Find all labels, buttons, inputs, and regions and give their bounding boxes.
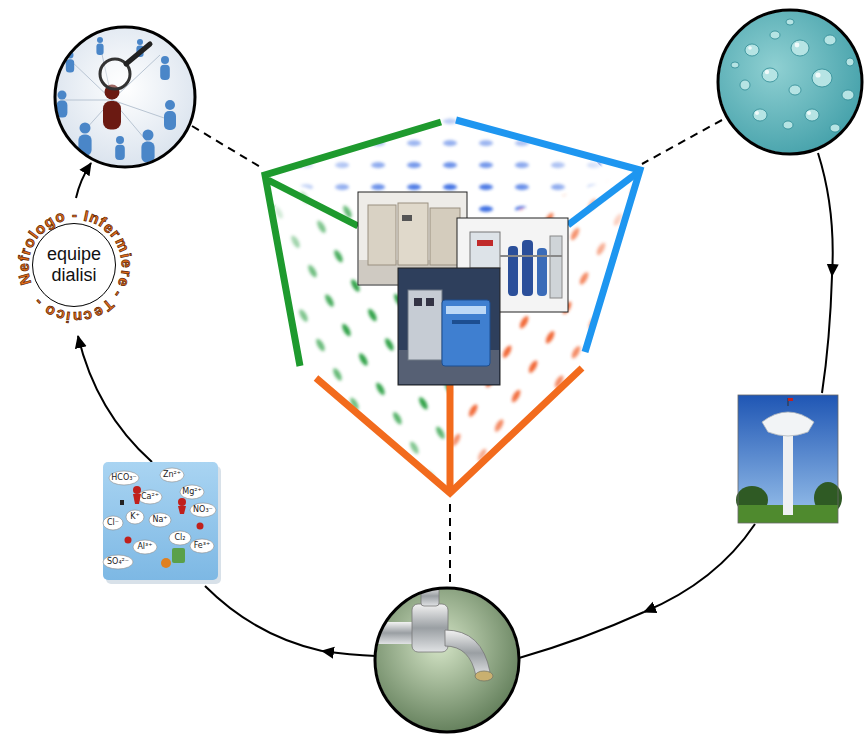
ion-label: Cl₂ <box>175 533 186 543</box>
ion-label: Zn²⁺ <box>163 470 181 480</box>
ring-letter: i <box>65 309 71 326</box>
ring-letter: m <box>112 235 133 254</box>
ring-letter: n <box>72 309 82 326</box>
ring-letter: - <box>30 295 46 310</box>
ion-label: NO₃⁻ <box>193 505 213 515</box>
ring-letter <box>65 206 71 223</box>
ring-letter: N <box>15 272 34 287</box>
ring-letter: e <box>115 276 134 289</box>
ring-letter: - <box>110 288 127 302</box>
ion-label: SO₄²⁻ <box>107 557 129 567</box>
ring-letter: - <box>72 205 77 222</box>
ion-label: Na⁺ <box>152 515 167 525</box>
team-circle: equipe dialisiNefrologo - Infermiere - T… <box>32 223 116 307</box>
team-label: equipe dialisi <box>41 244 107 286</box>
ring-heading: Nefrologo - Infermiere - Tecnico - <box>33 224 115 306</box>
ion-label: Al³⁺ <box>137 542 152 552</box>
ion-label: HCO₃⁻ <box>111 473 136 483</box>
ion-label: Fe³⁺ <box>194 541 211 551</box>
ion-label: Cl⁻ <box>107 518 119 528</box>
ion-label: Mg²⁺ <box>182 487 201 497</box>
ring-letter: e <box>14 263 31 272</box>
ion-label: Ca²⁺ <box>141 492 159 502</box>
ring-letter: e <box>118 259 135 268</box>
ion-label: K⁺ <box>130 512 139 522</box>
